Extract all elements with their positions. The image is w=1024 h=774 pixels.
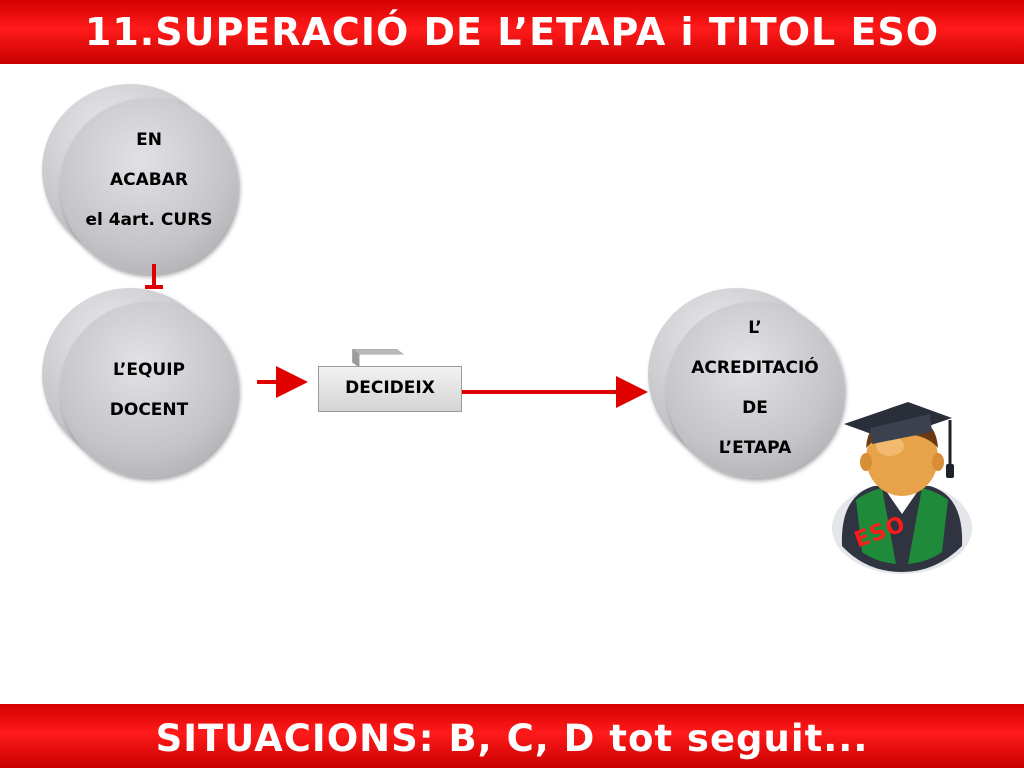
node-acabar-line-3: el 4art. CURS xyxy=(85,210,213,230)
plate-bevel xyxy=(351,348,405,368)
node-equip-line-2: DOCENT xyxy=(109,400,189,420)
node-acreditacio-line-4: L’ETAPA xyxy=(718,438,792,458)
disc-front xyxy=(60,98,238,274)
node-equip-line-1: L’EQUIP xyxy=(112,360,186,380)
node-acabar: EN ACABAR el 4art. CURS xyxy=(42,84,238,274)
node-acreditacio: L’ ACREDITACIÓ DE L’ETAPA xyxy=(648,288,844,478)
disc-front xyxy=(666,302,844,478)
page-title: 11.SUPERACIÓ DE L’ETAPA i TITOL ESO xyxy=(0,0,1024,64)
node-equip: L’EQUIP DOCENT xyxy=(42,288,238,478)
node-acreditacio-line-3: DE xyxy=(742,398,768,418)
node-acreditacio-line-2: ACREDITACIÓ xyxy=(691,358,819,378)
node-decideix-label: DECIDEIX xyxy=(318,366,462,412)
graduate-icon xyxy=(832,402,972,574)
node-acabar-line-1: EN xyxy=(136,130,162,150)
node-acabar-line-2: ACABAR xyxy=(110,170,188,190)
footer-note: SITUACIONS: B, C, D tot seguit... xyxy=(0,704,1024,768)
node-acreditacio-line-1: L’ xyxy=(748,318,762,338)
node-decideix: DECIDEIX xyxy=(296,348,462,412)
disc-front xyxy=(60,302,238,478)
